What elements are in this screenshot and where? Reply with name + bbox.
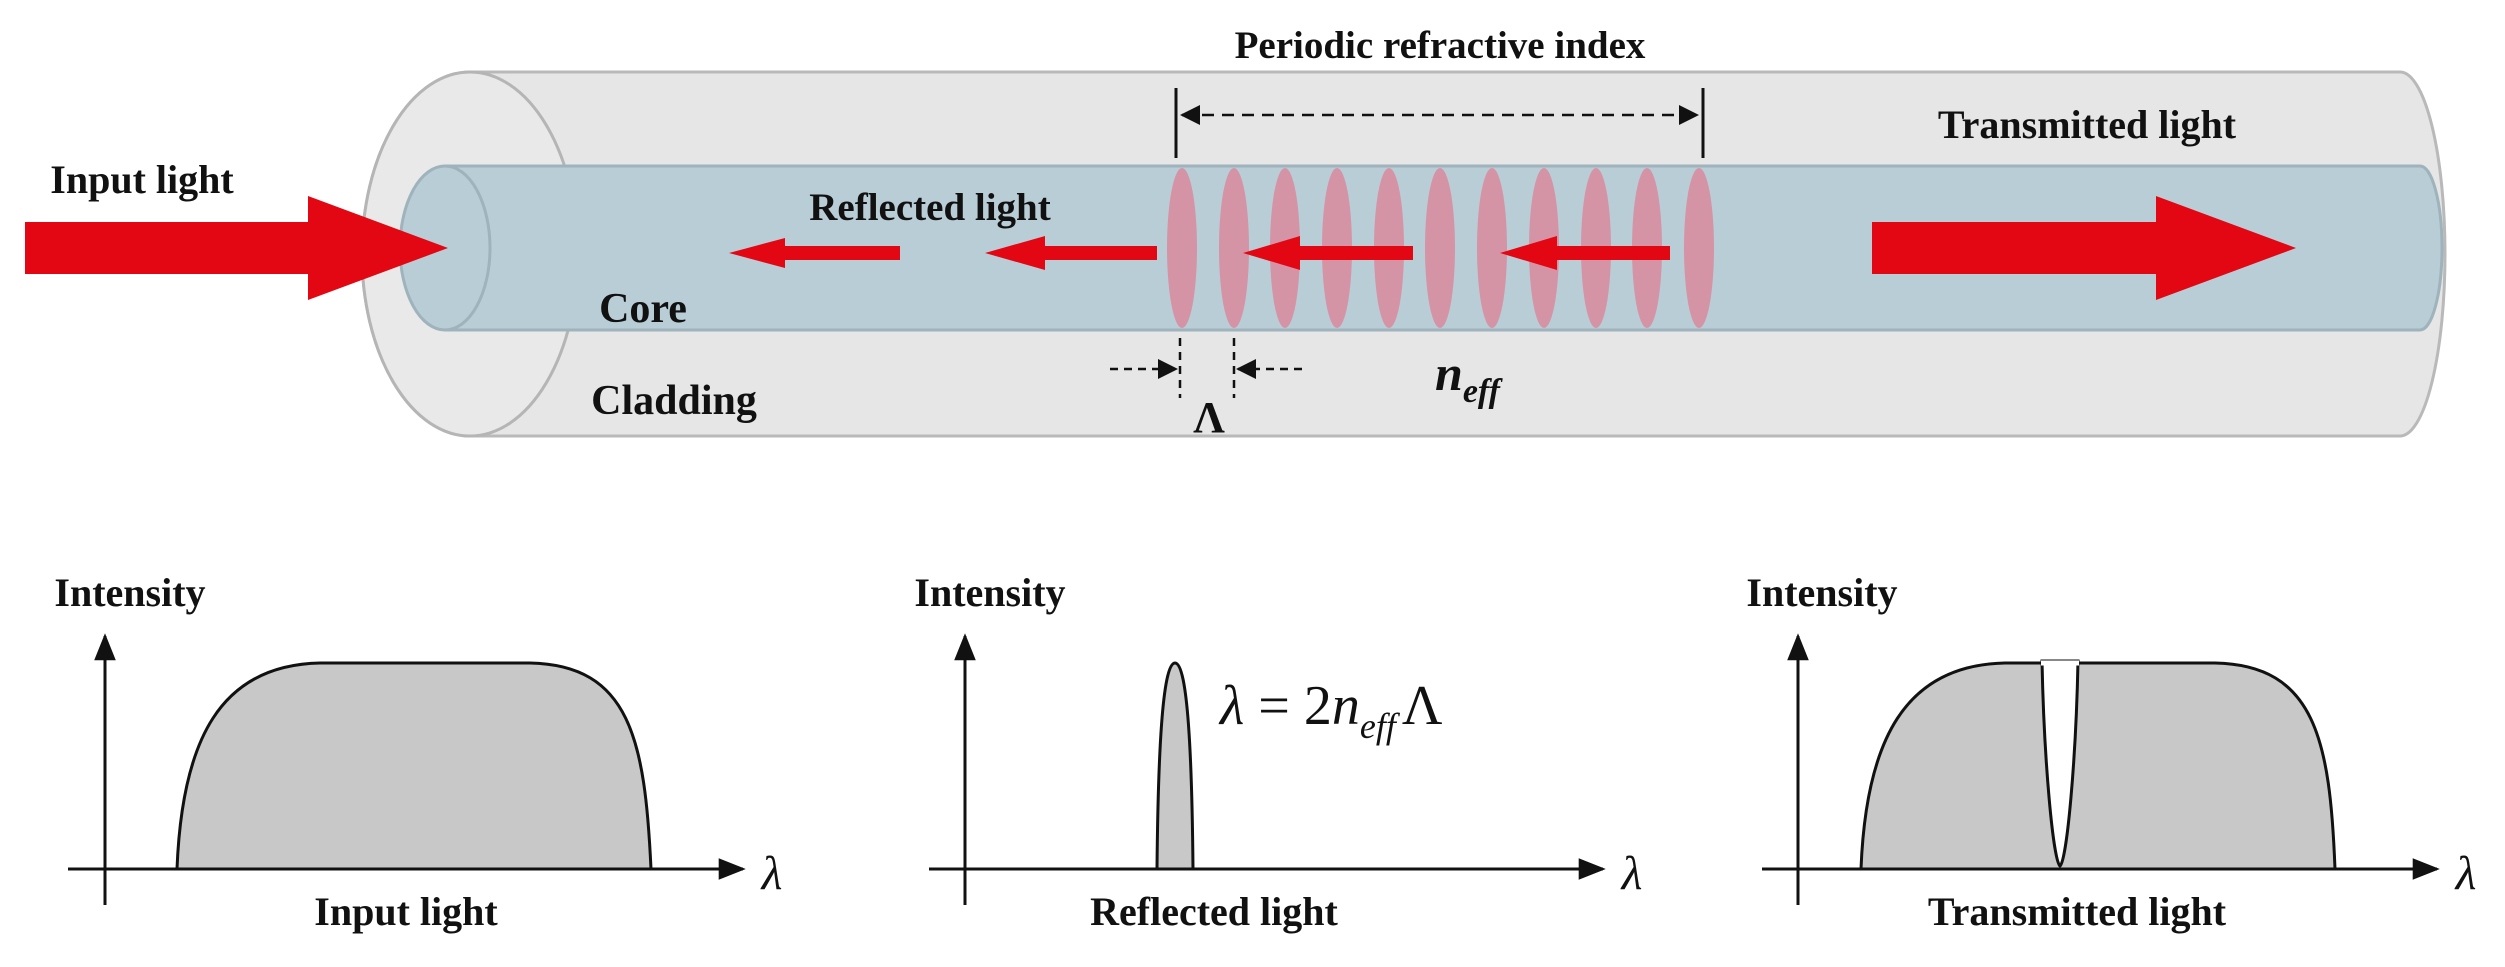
lambda-axis-label: λ [760, 847, 783, 900]
grating-fringe [1684, 168, 1714, 328]
transmitted-spectrum-curve [1859, 661, 2337, 871]
lambda-axis-label: λ [1620, 847, 1643, 900]
grating-fringe [1477, 168, 1507, 328]
lambda-axis-label: λ [2454, 847, 2477, 900]
transmitted-spectrum-panel: Intensity λ Transmitted light [1746, 570, 2476, 934]
input-light-caption: Input light [314, 889, 498, 934]
reflected-spectrum-peak [1155, 661, 1195, 871]
period-label: Λ [1193, 393, 1225, 442]
input-spectrum-panel: Intensity λ Input light [54, 570, 782, 934]
grating-fringes [1167, 168, 1714, 328]
cladding-label: Cladding [591, 378, 757, 424]
transmitted-light-caption: Transmitted light [1928, 889, 2227, 934]
period-indicator [1110, 338, 1302, 398]
fiber-group: Periodic refractive index Transmitted li… [25, 24, 2447, 442]
reflected-arrow [1243, 236, 1413, 270]
transmitted-spectrum-notch [2040, 659, 2080, 868]
periodic-index-label: Periodic refractive index [1235, 24, 1646, 67]
reflected-arrow [985, 236, 1157, 270]
reflected-arrow [729, 238, 900, 268]
transmitted-light-arrow [1872, 196, 2296, 300]
reflected-light-label: Reflected light [809, 186, 1051, 229]
intensity-label: Intensity [1746, 570, 1897, 615]
grating-fringe [1219, 168, 1249, 328]
grating-fringe [1167, 168, 1197, 328]
input-light-arrow [25, 196, 448, 300]
neff-label: neff [1435, 345, 1504, 410]
reflected-light-caption: Reflected light [1090, 889, 1338, 934]
transmitted-light-label: Transmitted light [1938, 102, 2237, 147]
input-spectrum-curve [175, 661, 653, 871]
reflected-arrow [1500, 236, 1670, 270]
intensity-label: Intensity [914, 570, 1065, 615]
grating-fringe [1425, 168, 1455, 328]
grating-span-indicator [1174, 88, 1705, 158]
intensity-label: Intensity [54, 570, 205, 615]
core-label: Core [599, 286, 687, 332]
input-light-label: Input light [50, 157, 234, 202]
